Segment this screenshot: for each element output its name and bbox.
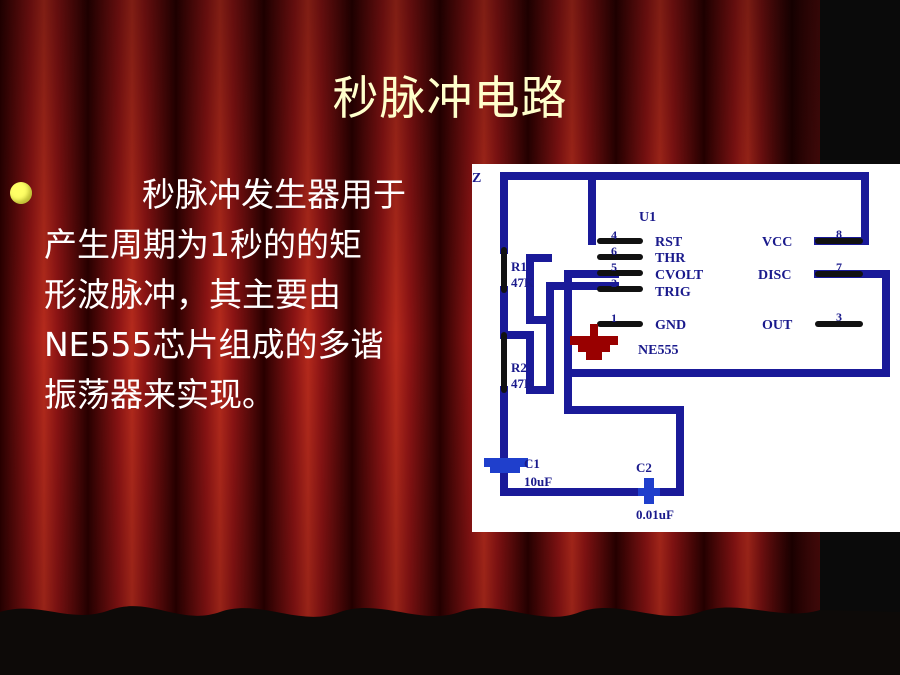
pin-name: DISC [758, 268, 791, 283]
ne555-circuit-diagram: Z U1 NE555 4 6 5 2 1 RST THR CVOLT TRIG … [472, 164, 900, 532]
capacitor-c2-icon [638, 478, 660, 504]
pin-number: 4 [611, 228, 617, 242]
pin-name: CVOLT [655, 268, 704, 283]
chip-ref-label: U1 [639, 210, 656, 225]
pin-number: 6 [611, 244, 617, 258]
pin-number: 1 [611, 311, 617, 325]
c2-value: 0.01uF [636, 507, 674, 522]
paragraph-line: 秒脉冲发生器用于 [142, 175, 406, 214]
bullet-paragraph: 秒脉冲发生器用于 产生周期为1秒的的矩 形波脉冲，其主要由 NE555芯片组成的… [44, 170, 474, 420]
pin-name: VCC [762, 235, 792, 250]
r1-ref: R1 [511, 259, 527, 274]
paragraph-line: NE555芯片组成的多谐 [44, 325, 384, 364]
r2-ref: R2 [511, 360, 527, 375]
pin-name: OUT [762, 318, 793, 333]
pin-name: GND [655, 318, 686, 333]
paragraph-line: 形波脉冲，其主要由 [44, 275, 341, 314]
wires [500, 172, 890, 496]
pin-number: 7 [836, 260, 842, 274]
ground-symbol-icon [570, 324, 618, 360]
pin-number: 5 [611, 260, 617, 274]
pin-number: 8 [836, 227, 842, 241]
c2-ref: C2 [636, 460, 652, 475]
bullet-icon [10, 182, 32, 204]
c1-ref: C1 [524, 456, 540, 471]
pin-name: RST [655, 235, 683, 250]
c1-value: 10uF [524, 474, 552, 489]
pin-name: TRIG [655, 285, 691, 300]
pin-stubs [501, 238, 863, 393]
slide-title: 秒脉冲电路 [332, 71, 568, 125]
corner-label: Z [472, 171, 481, 186]
paragraph-line: 振荡器来实现。 [44, 375, 275, 414]
pin-number: 2 [611, 276, 617, 290]
pin-number: 3 [836, 310, 842, 324]
r2-value: 47K [511, 376, 535, 391]
chip-part-label: NE555 [638, 343, 678, 358]
pin-name: THR [655, 251, 686, 266]
r1-value: 47K [511, 275, 535, 290]
paragraph-line: 产生周期为1秒的的矩 [44, 225, 362, 264]
capacitor-c1-icon [484, 458, 528, 473]
